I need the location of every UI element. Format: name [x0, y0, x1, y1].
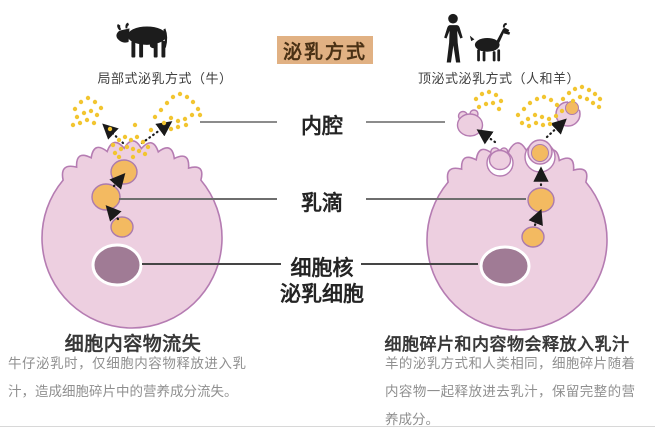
released-vesicle — [456, 109, 484, 137]
nucleus — [91, 243, 143, 287]
label-line-lumen-left — [200, 121, 277, 123]
right-method-header: 顶泌式泌乳方式（人和羊） — [417, 71, 580, 86]
bottom-divider — [0, 426, 655, 427]
nucleus — [479, 245, 531, 287]
goat-icon — [469, 22, 511, 62]
milk-droplet — [91, 183, 121, 211]
main-title-box: 泌乳方式 — [277, 36, 373, 64]
secretion-arrow — [109, 173, 126, 190]
label-secretory-cell: 泌乳细胞 — [280, 283, 364, 306]
left-caption-title: 细胞内容物流失 — [64, 334, 202, 355]
cow-cell-diagram — [41, 91, 223, 329]
right-caption-title: 细胞碎片和内容物会释放入乳汁 — [384, 335, 630, 354]
milk-droplet — [527, 187, 555, 213]
milk-droplet — [110, 216, 134, 238]
left-caption-body: 牛仔泌乳时，仅细胞内容物释放进入乳汁，造成细胞碎片中的营养成分流失。 — [8, 356, 246, 399]
label-line-droplet-left — [119, 198, 277, 200]
cell-membrane — [426, 142, 608, 331]
membrane-vesicle — [488, 147, 512, 171]
label-lumen: 内腔 — [301, 115, 343, 138]
left-method-header: 局部式泌乳方式（牛） — [97, 71, 233, 86]
secreted-milk-dots — [473, 84, 603, 129]
label-nucleus: 细胞核 — [290, 257, 354, 280]
milk-droplet — [521, 226, 545, 248]
secreted-milk-dots — [70, 91, 203, 160]
secretion-arrow — [105, 205, 122, 222]
right-caption-body: 羊的泌乳方式和人类相同，细胞碎片随着内容物一起释放进去乳汁，保留完整的营养成分。 — [385, 356, 635, 427]
milk-droplet — [110, 159, 138, 185]
label-line-droplet-right — [366, 198, 526, 200]
label-milk-droplet: 乳滴 — [301, 192, 343, 215]
secretion-arrow — [476, 129, 497, 145]
secretion-arrow — [140, 121, 173, 145]
label-line-nucleus-left — [142, 263, 281, 265]
label-line-lumen-right — [366, 121, 445, 123]
cell-membrane — [41, 140, 223, 329]
milk-droplet — [531, 144, 549, 162]
person-icon — [444, 13, 463, 63]
human-goat-cell-diagram — [426, 84, 608, 331]
label-line-nucleus-right — [361, 263, 478, 265]
secretion-arrow — [545, 118, 567, 139]
cow-icon — [116, 22, 168, 58]
secretion-arrow — [528, 208, 543, 227]
